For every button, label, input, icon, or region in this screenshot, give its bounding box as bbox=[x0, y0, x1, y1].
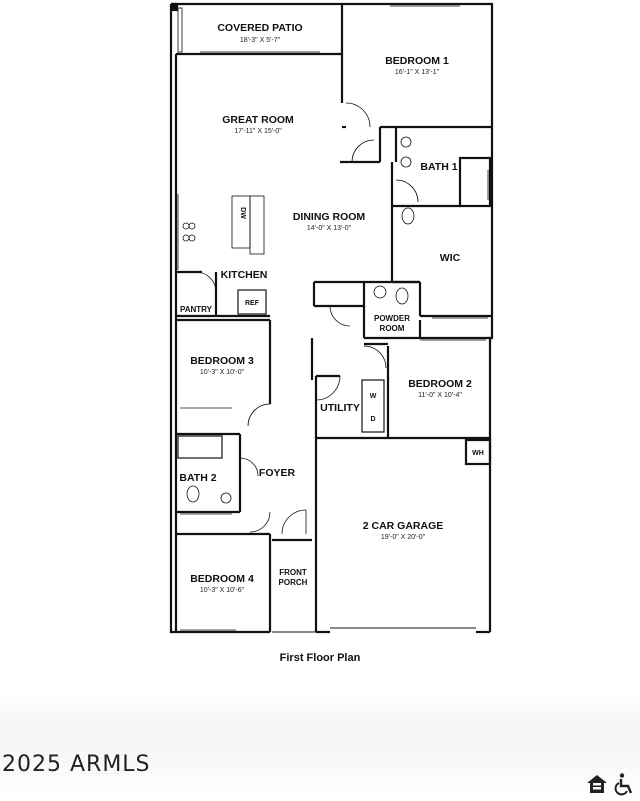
bedroom2-dims: 11'-0" X 10'-4" bbox=[418, 392, 462, 399]
accessibility-icon bbox=[614, 773, 633, 796]
exterior-wall bbox=[169, 4, 270, 634]
garage-dims: 19'-0" X 20'-0" bbox=[381, 534, 426, 541]
covered-patio-dims: 18'-3" X 5'-7" bbox=[240, 37, 281, 44]
water-heater-label: WH bbox=[472, 450, 484, 457]
plan-caption: First Floor Plan bbox=[279, 652, 361, 664]
powder-room-name-1: POWDER bbox=[374, 314, 410, 323]
front-porch-name-2: PORCH bbox=[279, 578, 308, 587]
washer-label: W bbox=[370, 393, 377, 400]
right-wall bbox=[488, 316, 494, 632]
bedroom1-dims: 16'-1" X 13'-1" bbox=[395, 69, 440, 76]
bedroom3-name: BEDROOM 3 bbox=[190, 355, 254, 367]
ref-label: REF bbox=[245, 300, 260, 307]
powder-room-name-2: ROOM bbox=[380, 324, 405, 333]
bedroom4-dims: 10'-3" X 10'-6" bbox=[200, 587, 245, 594]
dining-room-name: DINING ROOM bbox=[293, 211, 366, 223]
bedroom4-name: BEDROOM 4 bbox=[190, 573, 254, 585]
covered-patio-name: COVERED PATIO bbox=[217, 22, 302, 34]
wic-name: WIC bbox=[440, 252, 461, 264]
bedroom1-wall bbox=[342, 2, 494, 316]
front-porch-name-1: FRONT bbox=[279, 568, 307, 577]
pantry-name: PANTRY bbox=[180, 305, 213, 314]
bath2-name: BATH 2 bbox=[179, 472, 216, 484]
kitchen-name: KITCHEN bbox=[221, 269, 268, 281]
garage-name: 2 CAR GARAGE bbox=[363, 520, 444, 532]
copyright-watermark: 2025 ARMLS bbox=[2, 752, 151, 777]
bottom-fade bbox=[0, 690, 640, 801]
bedroom2-name: BEDROOM 2 bbox=[408, 378, 472, 390]
dryer-label: D bbox=[370, 416, 375, 423]
bedroom1-name: BEDROOM 1 bbox=[385, 55, 449, 67]
floor-plan: COVERED PATIO 18'-3" X 5'-7" BEDROOM 1 1… bbox=[169, 2, 494, 634]
dining-room-dims: 14'-0" X 13'-0" bbox=[307, 225, 352, 232]
bedroom3-dims: 10'-3" X 10'-0" bbox=[200, 369, 245, 376]
equal-housing-icon bbox=[587, 775, 607, 793]
bath1-name: BATH 1 bbox=[420, 161, 457, 173]
dw-label: DW bbox=[239, 207, 246, 219]
great-room-dims: 17'-11" X 15'-0" bbox=[234, 128, 282, 135]
utility-name: UTILITY bbox=[320, 402, 360, 414]
room-labels: COVERED PATIO 18'-3" X 5'-7" BEDROOM 1 1… bbox=[179, 22, 483, 594]
foyer-name: FOYER bbox=[259, 467, 296, 479]
great-room-name: GREAT ROOM bbox=[222, 114, 294, 126]
